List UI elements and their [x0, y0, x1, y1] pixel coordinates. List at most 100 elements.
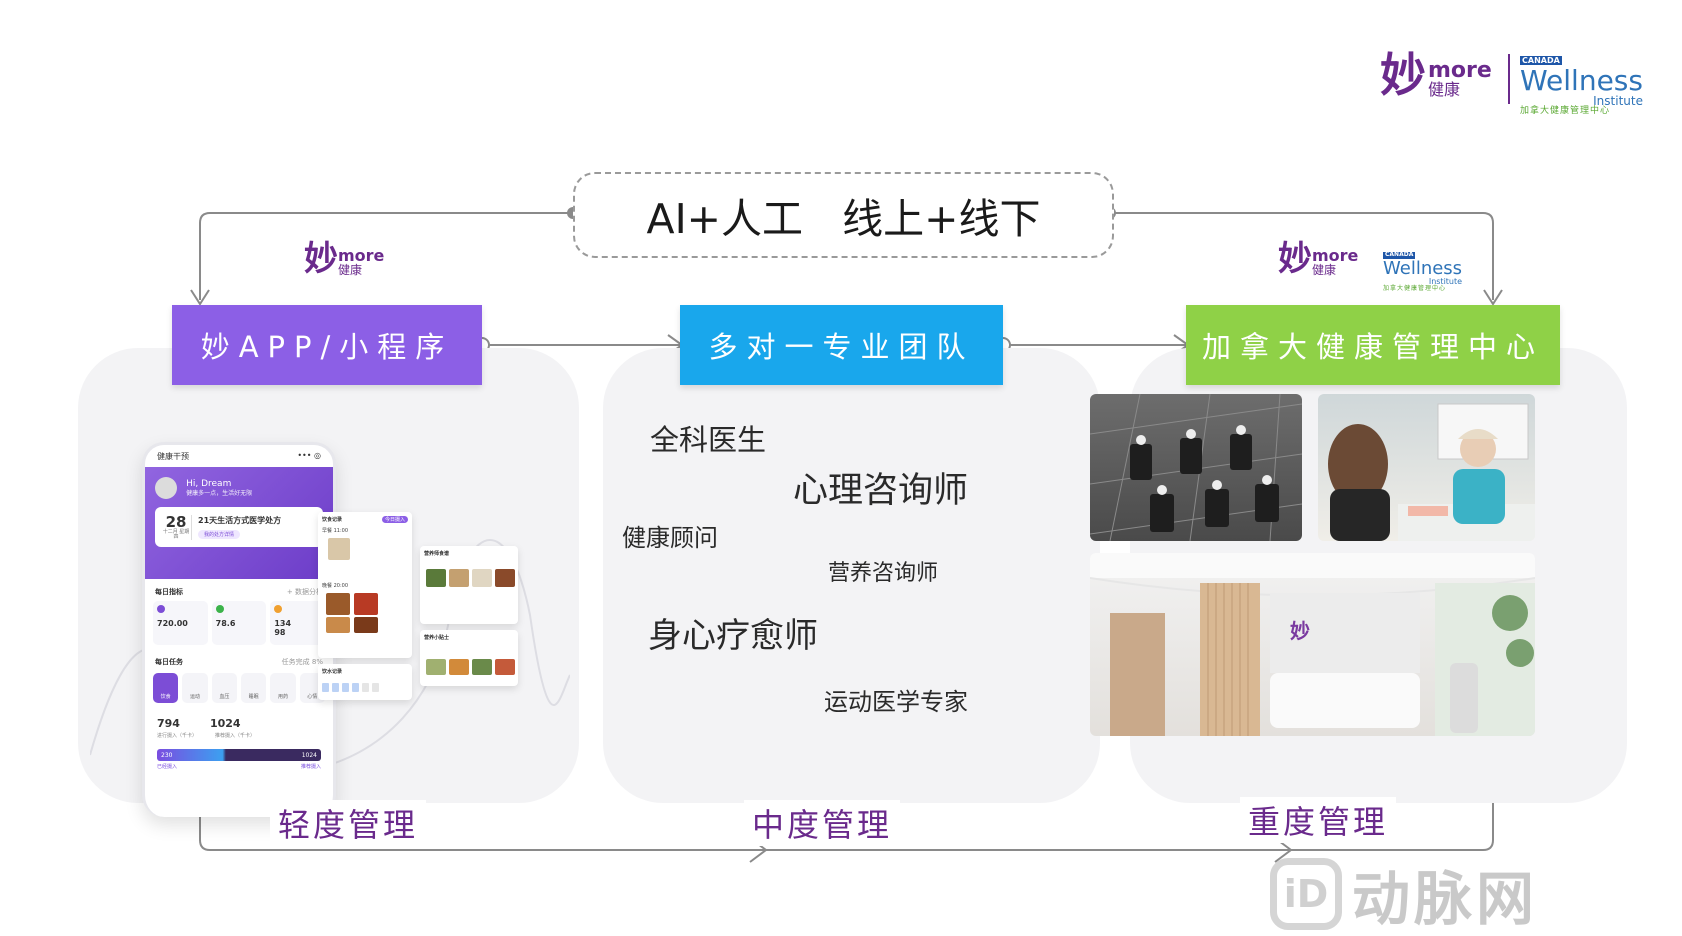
- header-logos: 妙 more 健康 CANADA Wellness Institute 加拿大健…: [1380, 48, 1643, 116]
- phone-plan-button[interactable]: 我的处方详情: [198, 530, 241, 539]
- bar-app-label: 妙APP/小程序: [200, 330, 454, 364]
- phone-greeting: Hi, Dream: [186, 479, 232, 489]
- role-sports-medicine: 运动医学专家: [824, 688, 968, 716]
- bar-center-label: 加拿大健康管理中心: [1201, 330, 1544, 364]
- wellness-cn: 加拿大健康管理中心: [1520, 106, 1611, 116]
- metric-value: 720.00: [157, 619, 188, 628]
- connector-top-left: [199, 212, 573, 300]
- phone-day: 28: [165, 512, 187, 531]
- task-item[interactable]: 血压: [211, 673, 237, 703]
- metric-value: 134: [274, 619, 292, 628]
- menu-photo: [472, 569, 492, 587]
- menu-photo: [495, 569, 515, 587]
- diet-tag: 今日摄入: [381, 516, 408, 523]
- role-health-advisor: 健康顾问: [622, 524, 718, 552]
- cup-icon: [362, 683, 369, 692]
- arrow-top-left: [190, 289, 210, 306]
- phone-tasks-done: 任务完成: [281, 658, 310, 666]
- water-title: 饮水记录: [322, 669, 343, 675]
- tip-photo: [426, 659, 446, 675]
- task-item[interactable]: 用药: [270, 673, 296, 703]
- role-nutritionist: 营养咨询师: [828, 561, 939, 586]
- wellness-wordmark: Wellness: [1520, 64, 1643, 97]
- metric-card[interactable]: 78.6: [211, 601, 267, 645]
- miao-logo-glyph: 妙: [1380, 48, 1426, 102]
- task-item[interactable]: 睡眠: [240, 673, 267, 703]
- miao-small-glyph-r: 妙: [1278, 239, 1312, 279]
- task-item[interactable]: 运动: [182, 673, 208, 703]
- wellness-logo-small: CANADA Wellness Institute 加拿大健康管理中心: [1383, 241, 1462, 293]
- tips-title: 营养小贴士: [424, 635, 450, 641]
- watermark-text: 动脉网: [1352, 865, 1539, 933]
- wellness-institute: Institute: [1593, 94, 1643, 108]
- miao-logo-sub: 健康: [1428, 80, 1461, 99]
- bar-right-value: 1024: [301, 751, 317, 759]
- meal-photo: [354, 593, 378, 615]
- phone-mockup: 健康干预 ••• ◎ Hi, Dream 健康多一点，生活好无限 28 十二月 …: [142, 442, 336, 817]
- role-general-practitioner: 全科医生: [650, 423, 767, 457]
- miao-small-sub: 健康: [338, 263, 363, 277]
- timeline-line: [199, 800, 1494, 851]
- task-item[interactable]: 饮食: [153, 673, 179, 703]
- tips-card[interactable]: 营养小贴士: [420, 630, 518, 686]
- phone-tasks-title: 每日任务: [155, 658, 183, 666]
- breakfast-label: 早餐 11:00: [322, 528, 348, 534]
- stage-heavy: 重度管理: [1240, 797, 1397, 843]
- diet-record-card[interactable]: 饮食记录 今日摄入 早餐 11:00 晚餐 20:00: [318, 512, 412, 658]
- meal-photo: [326, 617, 350, 633]
- top-concept-text: AI+人工 线上+线下: [646, 195, 1041, 243]
- diet-title: 饮食记录: [322, 517, 343, 523]
- tip-photo: [495, 659, 515, 675]
- photo-consultation: [1318, 394, 1535, 541]
- connector-top-right: [1110, 212, 1494, 300]
- phone-greeting-sub: 健康多一点，生活好无限: [186, 489, 253, 497]
- phone-plan-card[interactable]: 28 十二月 星期四 21天生活方式医学处方 我的处方详情: [155, 507, 323, 547]
- cup-icon: [322, 683, 329, 692]
- phone-metrics-title: 每日指标: [155, 588, 183, 596]
- wellness-institute-logo: CANADA Wellness Institute 加拿大健康管理中心: [1520, 48, 1643, 117]
- miao-small-more: more: [338, 246, 385, 265]
- wellness-small-canada: CANADA: [1383, 251, 1416, 259]
- intake-progress-bar: 230 1024: [157, 749, 321, 761]
- kcal-out-label: 推荐摄入（千卡）: [215, 733, 256, 739]
- miao-health-logo: 妙 more 健康: [1380, 52, 1492, 98]
- wellness-canada: CANADA: [1520, 56, 1562, 66]
- stage-medium: 中度管理: [744, 800, 901, 846]
- wellness-small-cn: 加拿大健康管理中心: [1383, 285, 1447, 292]
- bar-center: 加拿大健康管理中心: [1186, 305, 1560, 385]
- phone-titlebar: 健康干预 ••• ◎: [145, 445, 333, 467]
- meal-photo: [326, 593, 350, 615]
- water-cups: [322, 683, 408, 692]
- watermark-badge-icon: iD: [1270, 858, 1342, 930]
- metric-value: 78.6: [215, 619, 236, 628]
- bar-team-label: 多对一专业团队: [708, 330, 975, 364]
- pressure-icon: [274, 605, 283, 613]
- tip-photo: [449, 659, 469, 675]
- menu-card[interactable]: 营养师食谱: [420, 546, 518, 624]
- phone-day-sub: 十二月 星期四: [162, 528, 190, 540]
- bar-team: 多对一专业团队: [680, 305, 1003, 385]
- weight-icon: [215, 605, 224, 613]
- menu-photo: [449, 569, 469, 587]
- menu-photo: [426, 569, 446, 587]
- miao-logo-more: more: [1428, 58, 1492, 83]
- lunch-label: 晚餐 20:00: [322, 583, 348, 589]
- phone-menu-icon: ••• ◎: [297, 451, 321, 460]
- steps-icon: [157, 605, 165, 613]
- wellness-small-institute: Institute: [1428, 277, 1463, 286]
- metric-card[interactable]: 720.00: [153, 601, 208, 645]
- miao-small-sub-r: 健康: [1312, 263, 1337, 277]
- menu-title: 营养师食谱: [424, 551, 450, 557]
- phone-title: 健康干预: [157, 452, 189, 461]
- svg-text:妙: 妙: [1290, 619, 1310, 643]
- kcal-in-label: 进行摄入（千卡）: [157, 733, 198, 739]
- cup-icon: [332, 683, 339, 692]
- arrow-top-right: [1483, 289, 1503, 306]
- bar-left-value: 230: [161, 751, 173, 759]
- miao-small-glyph: 妙: [304, 239, 338, 279]
- phone-metrics-more[interactable]: + 数据分析: [286, 588, 323, 596]
- bar-right-label: 推荐摄入: [300, 764, 321, 770]
- water-record-card[interactable]: 饮水记录: [318, 664, 412, 700]
